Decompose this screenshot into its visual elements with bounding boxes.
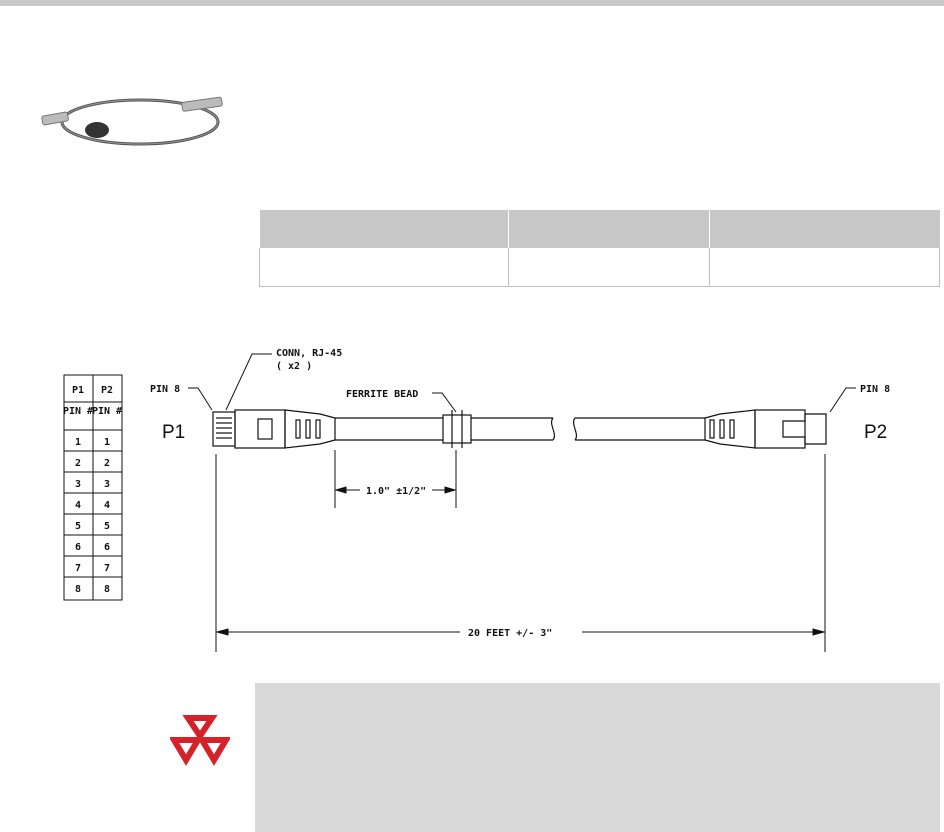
pin-cell: 4 <box>104 500 110 511</box>
pin-cell: 8 <box>75 584 81 595</box>
end-label-left: P1 <box>162 422 185 443</box>
spec-table-header <box>259 210 940 248</box>
cable-drawing: P1 P2 PIN # PIN # 1 1 2 2 3 3 4 4 5 5 6 … <box>63 348 890 652</box>
spec-cell <box>258 248 509 287</box>
table-row <box>258 248 940 287</box>
bead-dimension-label: 1.0" ±1/2" <box>366 486 426 497</box>
bead-dimension <box>334 450 457 508</box>
pin-cell: 3 <box>104 479 110 490</box>
pin-cell: 7 <box>104 563 110 574</box>
length-dimension-label: 20 FEET +/- 3" <box>468 628 552 639</box>
ferrite-leader <box>432 392 457 413</box>
spec-header-cell <box>259 210 509 248</box>
pin-cell: 1 <box>75 437 81 448</box>
pin-leader-right <box>829 387 856 413</box>
ferrite-bead <box>442 410 472 448</box>
connector-qty: ( x2 ) <box>276 361 312 372</box>
spec-table <box>258 210 940 287</box>
spec-cell <box>508 248 709 287</box>
pin-label-left: PIN 8 <box>150 384 180 395</box>
pin-label-right: PIN 8 <box>860 384 890 395</box>
pin-cell: 6 <box>75 542 81 553</box>
pin-table <box>63 374 123 601</box>
ferrite-label: FERRITE BEAD <box>346 389 418 400</box>
spec-header-cell <box>708 210 940 248</box>
pin-cell: 6 <box>104 542 110 553</box>
pin-cell: 7 <box>75 563 81 574</box>
connector-leader <box>225 353 272 411</box>
cable-segment-right <box>572 417 705 441</box>
spec-cell <box>708 248 940 287</box>
pin-table-subheader: PIN # <box>63 406 93 417</box>
pin-cell: 2 <box>75 458 81 469</box>
pin-cell: 3 <box>75 479 81 490</box>
pin-cell: 5 <box>75 521 81 532</box>
pin-cell: 4 <box>75 500 81 511</box>
end-label-right: P2 <box>864 422 887 443</box>
length-dimension <box>215 454 826 652</box>
polycom-triangle-icon <box>170 715 230 766</box>
connector-p1 <box>212 409 336 449</box>
note-box <box>255 683 940 832</box>
pin-cell: 8 <box>104 584 110 595</box>
page-top-rule <box>0 0 944 6</box>
pin-table-rows: 1 1 2 2 3 3 4 4 5 5 6 6 7 7 8 8 <box>75 437 110 595</box>
pin-cell: 1 <box>104 437 110 448</box>
pin-table-header-p1: P1 <box>72 385 84 396</box>
pin-cell: 5 <box>104 521 110 532</box>
pin-cell: 2 <box>104 458 110 469</box>
pin-leader-left <box>188 387 213 411</box>
pin-table-subheader: PIN # <box>92 406 122 417</box>
pin-table-header-p2: P2 <box>101 385 113 396</box>
connector-label: CONN, RJ-45 <box>276 348 342 359</box>
cable-photo <box>41 96 223 146</box>
connector-p2 <box>704 409 827 449</box>
spec-header-cell <box>508 210 709 248</box>
